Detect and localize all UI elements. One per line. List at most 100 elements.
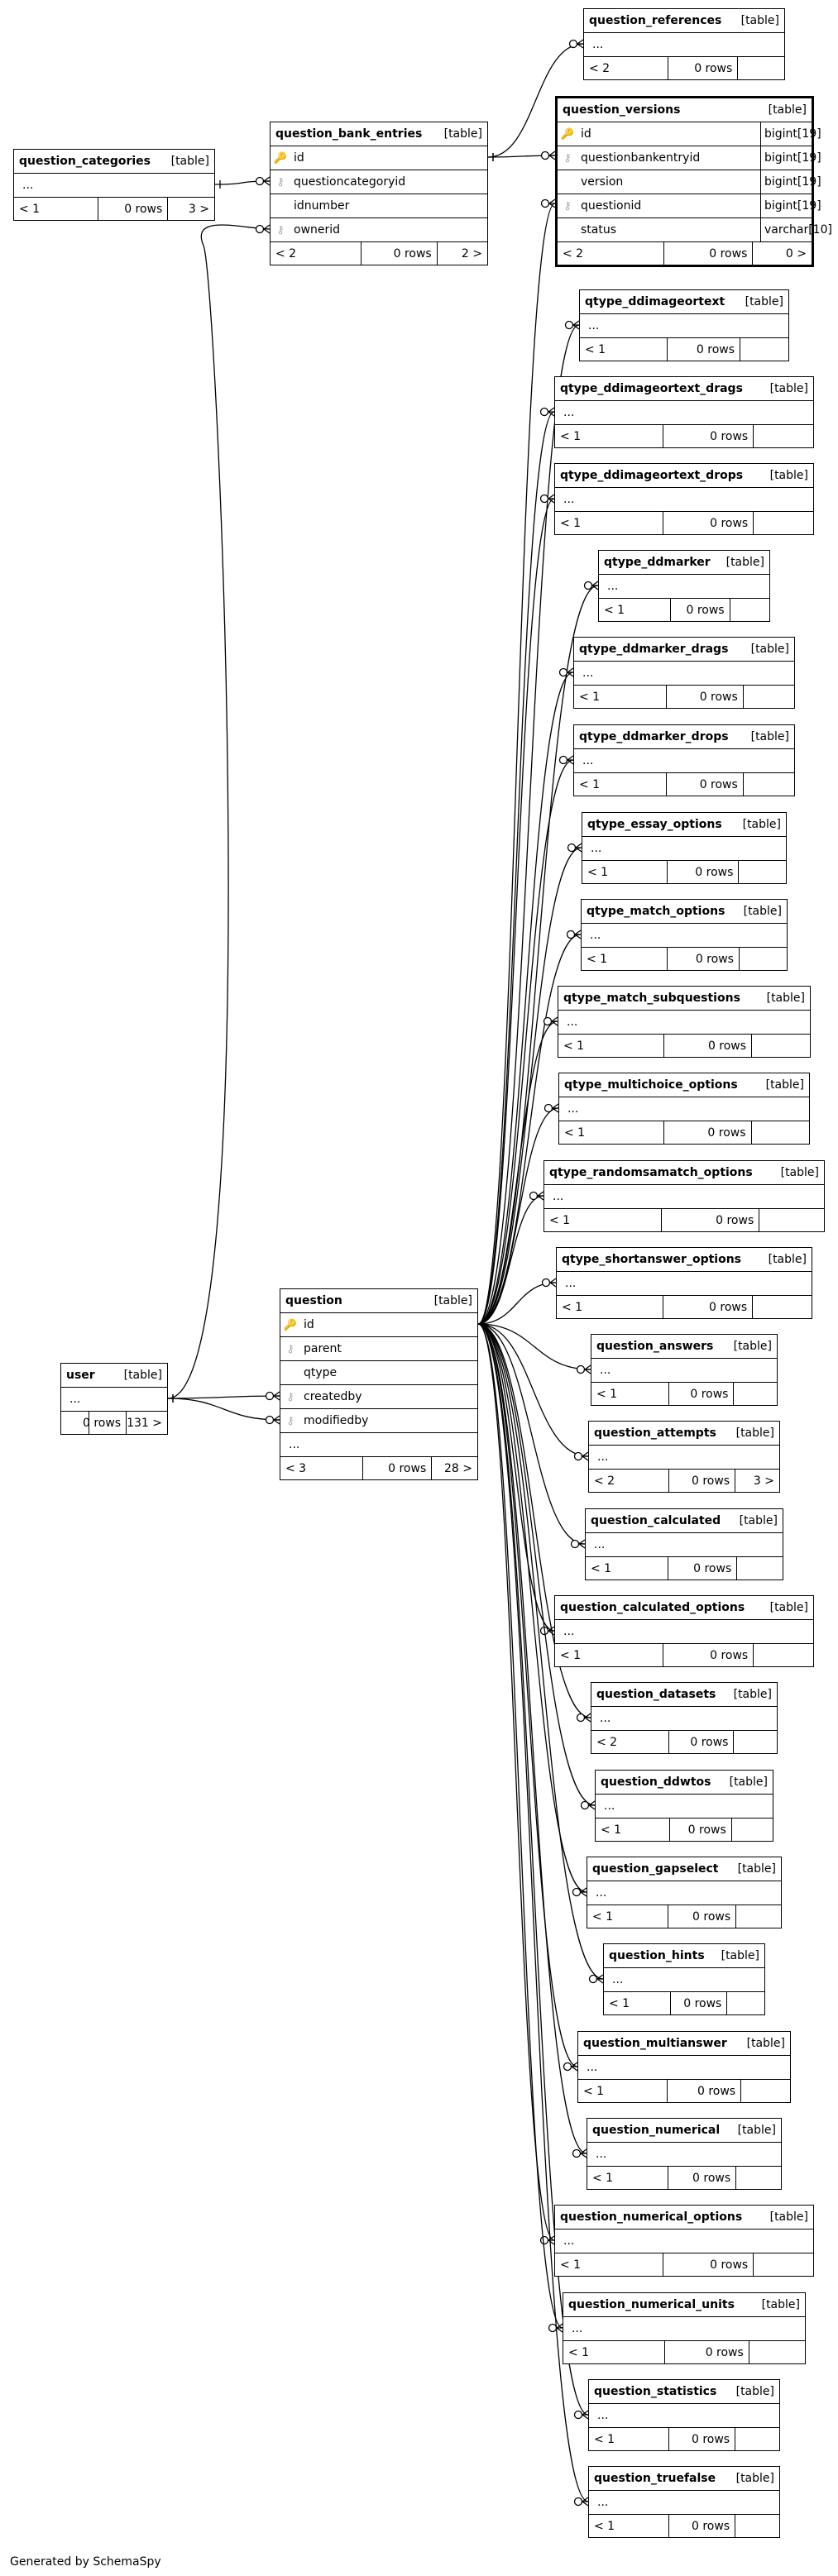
child-count[interactable] (740, 338, 788, 361)
parent-count[interactable]: < 1 (557, 1296, 664, 1318)
column-name[interactable]: ... (582, 667, 594, 680)
table-header[interactable]: question_truefalse[table] (589, 2467, 779, 2491)
parent-count[interactable]: < 1 (599, 599, 671, 621)
table-header[interactable]: question_ddwtos[table] (596, 1771, 773, 1795)
parent-count[interactable]: < 1 (574, 773, 667, 796)
child-count[interactable] (753, 1296, 812, 1318)
child-count[interactable] (754, 425, 813, 447)
table-header[interactable]: qtype_ddimageortext_drags[table] (555, 377, 813, 401)
column-name[interactable]: modifiedby (304, 1414, 369, 1427)
table-name[interactable]: question_ddwtos (601, 1775, 711, 1789)
table-name[interactable]: question_calculated (591, 1514, 721, 1527)
table-header[interactable]: qtype_match_subquestions[table] (558, 987, 810, 1011)
table-name[interactable]: question_versions (563, 103, 681, 117)
column-name[interactable]: status (581, 223, 617, 237)
child-count[interactable] (727, 1992, 764, 2014)
column-name[interactable]: version (581, 175, 624, 189)
child-count[interactable]: 2 > (461, 246, 482, 260)
table-header[interactable]: question_categories[table] (14, 150, 214, 174)
child-count[interactable] (749, 2341, 805, 2363)
child-count[interactable] (741, 2080, 790, 2102)
table-name[interactable]: question_categories (19, 155, 151, 168)
parent-count[interactable]: < 2 (584, 57, 668, 79)
parent-count[interactable] (61, 1412, 90, 1434)
table-header[interactable]: qtype_match_options[table] (582, 900, 787, 924)
child-count[interactable] (738, 57, 784, 79)
child-count[interactable] (744, 773, 794, 796)
table-name[interactable]: qtype_randomsamatch_options (549, 1166, 753, 1179)
column-name[interactable]: ... (587, 2061, 598, 2074)
column-name[interactable]: ... (600, 1364, 611, 1377)
parent-count[interactable]: < 1 (582, 948, 668, 970)
child-count[interactable] (752, 1121, 809, 1144)
parent-count[interactable]: < 1 (596, 1818, 670, 1841)
table-header[interactable]: qtype_ddmarker_drops[table] (574, 725, 794, 749)
column-name[interactable]: ... (563, 493, 575, 506)
column-name[interactable]: qtype (304, 1366, 338, 1379)
parent-count[interactable]: < 2 (591, 1731, 670, 1753)
table-header[interactable]: question_calculated[table] (586, 1509, 783, 1533)
table-header[interactable]: qtype_ddmarker_drags[table] (574, 638, 794, 662)
parent-count[interactable]: < 1 (558, 1035, 664, 1057)
column-name[interactable]: id (304, 1318, 314, 1331)
table-name[interactable]: question_numerical_units (568, 2298, 735, 2311)
column-name[interactable]: ... (565, 1277, 577, 1290)
column-name[interactable]: ... (596, 2148, 607, 2161)
table-name[interactable]: qtype_ddimageortext (585, 295, 725, 308)
table-name[interactable]: qtype_shortanswer_options (562, 1253, 741, 1266)
table-name[interactable]: question_answers (596, 1340, 714, 1353)
column-name[interactable]: ... (563, 1625, 575, 1638)
column-name[interactable]: ... (596, 1886, 607, 1900)
column-name[interactable]: ... (553, 1190, 564, 1203)
table-header[interactable]: qtype_multichoice_options[table] (559, 1073, 809, 1097)
parent-count[interactable]: < 1 (544, 1209, 662, 1231)
parent-count[interactable]: < 1 (586, 1557, 668, 1580)
table-name[interactable]: question_references (589, 14, 722, 27)
column-name[interactable]: ... (597, 2409, 609, 2422)
child-count[interactable] (734, 1731, 777, 1753)
child-count[interactable] (730, 599, 769, 621)
table-header[interactable]: qtype_essay_options[table] (582, 813, 786, 837)
column-name[interactable]: ... (597, 2496, 609, 2509)
column-name[interactable]: ... (597, 1450, 609, 1464)
column-name[interactable]: idnumber (294, 199, 350, 213)
child-count[interactable] (754, 2253, 813, 2276)
child-count[interactable] (739, 861, 786, 883)
column-name[interactable]: ... (289, 1438, 300, 1451)
column-name[interactable]: ownerid (294, 223, 341, 237)
column-name[interactable]: ... (604, 1799, 615, 1813)
table-name[interactable]: question_multianswer (583, 2037, 727, 2050)
table-header[interactable]: question_attempts[table] (589, 1422, 779, 1446)
column-name[interactable]: createdby (304, 1390, 362, 1403)
column-name[interactable]: ... (563, 406, 575, 419)
column-name[interactable]: questioncategoryid (294, 175, 406, 189)
table-question-calculated-options[interactable]: question_calculated_options[table]...< 1… (554, 1595, 814, 1667)
table-header[interactable]: question_statistics[table] (589, 2380, 779, 2404)
table-name[interactable]: question_gapselect (592, 1862, 719, 1876)
table-header[interactable]: question_gapselect[table] (587, 1857, 781, 1881)
table-name[interactable]: question_bank_entries (275, 127, 423, 141)
table-header[interactable]: user[table] (61, 1364, 167, 1388)
column-name[interactable]: ... (582, 754, 594, 767)
child-count[interactable] (736, 2167, 781, 2189)
parent-count[interactable]: < 1 (589, 2515, 669, 2537)
table-header[interactable]: qtype_ddimageortext_drops[table] (555, 464, 813, 488)
table-name[interactable]: qtype_ddmarker_drags (579, 643, 729, 656)
table-header[interactable]: question_calculated_options[table] (555, 1596, 813, 1620)
table-name[interactable]: qtype_multichoice_options (564, 1078, 738, 1092)
child-count[interactable]: 3 > (188, 202, 209, 216)
